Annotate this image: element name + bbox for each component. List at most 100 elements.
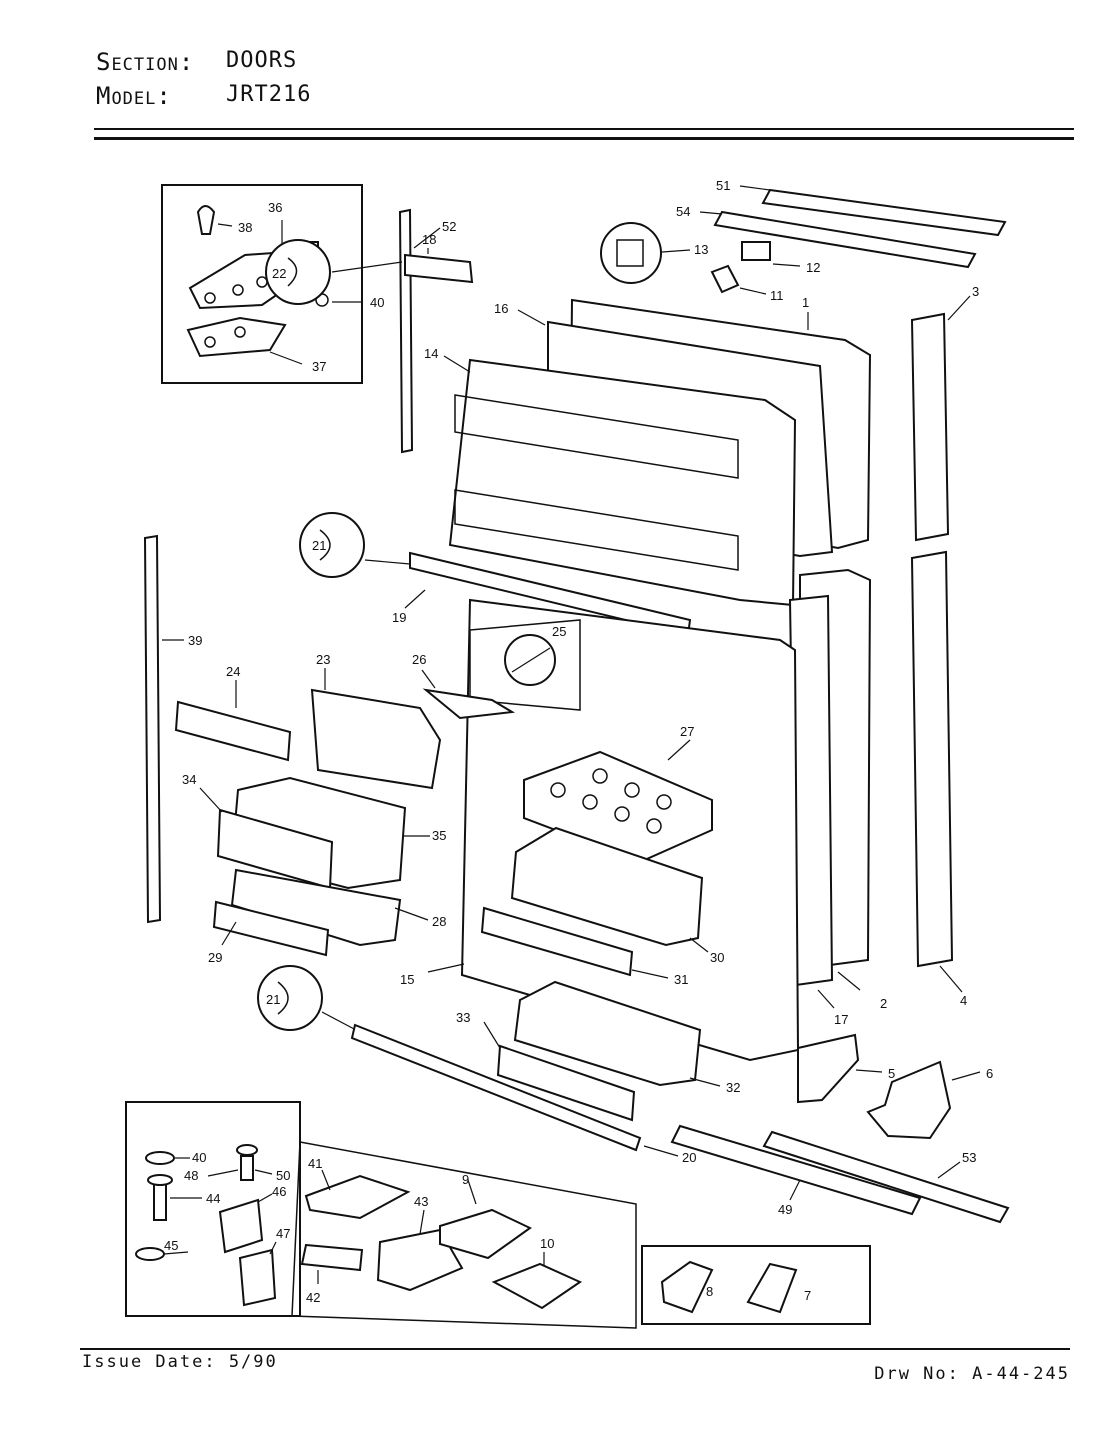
callout-31: 31 [674,972,688,987]
callout-37: 37 [312,359,326,374]
inset-21a: 21 [299,512,411,578]
model-label: Model: [96,82,172,110]
callout-48: 48 [184,1168,198,1183]
bracket-41 [304,1174,411,1220]
part-12: 12 [741,241,820,275]
inset-frame [291,1141,637,1329]
callout-42: 42 [306,1290,320,1305]
callout-25: 25 [552,624,566,639]
callout-41: 41 [308,1156,322,1171]
callout-15: 15 [400,972,414,987]
handle-3: 3 [910,284,979,542]
model-value: JRT216 [226,82,312,107]
callout-28: 28 [432,914,446,929]
section-label: Section: [96,48,195,76]
part-11: 11 [710,264,784,303]
bin-28: 28 [230,868,446,947]
header-rule-bottom [94,137,1074,140]
callout-30: 30 [710,950,724,965]
issue-date: Issue Date: 5/90 [82,1352,278,1372]
callout-12: 12 [806,260,820,275]
callout-5: 5 [888,1066,895,1081]
part-24: 24 [174,664,292,762]
handle-4: 4 [910,550,967,1008]
callout-33: 33 [456,1010,470,1025]
part-6: 6 [866,1060,993,1140]
callout-14: 14 [424,346,438,361]
callout-32: 32 [726,1080,740,1095]
bottom-hinge-inset: 40 48 50 44 46 45 47 [125,1101,301,1317]
trim-54: 54 [676,204,977,269]
trim-53: 53 [762,1130,1010,1224]
hinge-hole [232,284,244,296]
callout-18: 18 [422,232,436,247]
callout-23: 23 [316,652,330,667]
drawing-number: Drw No: A-44-245 [874,1364,1070,1384]
callout-27: 27 [680,724,694,739]
bin-30: 30 [510,826,724,965]
trim-29: 29 [208,900,330,965]
freezer-door: 1 16 14 [424,295,872,607]
callout-4: 4 [960,993,967,1008]
part-5: 5 [797,1033,895,1104]
freezer-door-liner-14 [448,358,797,607]
callout-20: 20 [682,1150,696,1165]
inset-22: 22 [265,239,403,305]
callout-1: 1 [802,295,809,310]
trim-51: 51 [716,178,1007,237]
bin-23: 23 [310,652,442,790]
callout-34: 34 [182,772,196,787]
clip-8 [660,1260,714,1314]
clip-7 [746,1262,798,1314]
callout-10: 10 [540,1236,554,1251]
shelf-bar-18: 18 [404,232,474,284]
callout-40: 40 [370,295,384,310]
callout-24: 24 [226,664,240,679]
callout-21: 21 [312,538,326,553]
callout-50: 50 [276,1168,290,1183]
callout-40: 40 [192,1150,206,1165]
callout-53: 53 [962,1150,976,1165]
strip-39: 39 [143,534,202,924]
callout-21: 21 [266,992,280,1007]
callout-13: 13 [694,242,708,257]
callout-2: 2 [880,996,887,1011]
callout-45: 45 [164,1238,178,1253]
trim-33: 33 [456,1010,636,1122]
callout-29: 29 [208,950,222,965]
inset-21b: 21 [257,965,357,1031]
section-value: DOORS [226,48,298,73]
callout-52: 52 [442,219,456,234]
plate-42 [300,1243,364,1272]
callout-39: 39 [188,633,202,648]
part-26: 26 [412,652,516,720]
callout-11: 11 [770,288,784,303]
callout-22: 22 [272,266,286,281]
shim-hole [204,336,216,348]
callout-54: 54 [676,204,690,219]
callout-6: 6 [986,1066,993,1081]
trim-49: 49 [670,1124,922,1217]
callout-26: 26 [412,652,426,667]
callout-49: 49 [778,1202,792,1217]
trim-31: 31 [480,906,688,987]
bin-32: 32 [513,980,740,1095]
callout-9: 9 [462,1172,469,1187]
callout-16: 16 [494,301,508,316]
callout-44: 44 [206,1191,220,1206]
bracket-9 [439,1208,532,1260]
callout-17: 17 [834,1012,848,1027]
header-rule-top [94,128,1074,130]
footer-rule [80,1348,1070,1350]
part-13-inset: 13 [600,222,708,284]
bracket-10 [491,1262,583,1310]
hinge-hole [204,292,216,304]
shim-hole [234,326,246,338]
callout-46: 46 [272,1184,286,1199]
callout-38: 38 [238,220,252,235]
callout-36: 36 [268,200,282,215]
callout-3: 3 [972,284,979,299]
callout-43: 43 [414,1194,428,1209]
